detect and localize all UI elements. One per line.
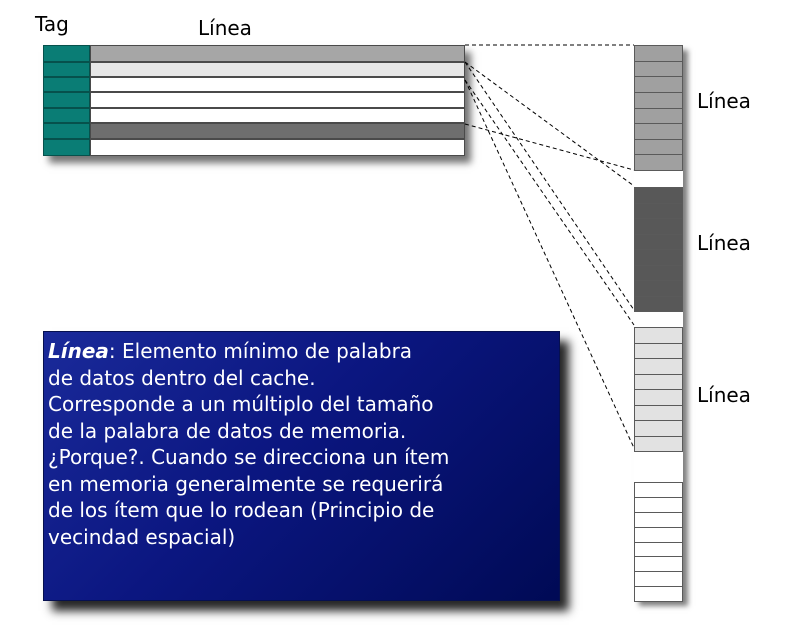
tag-cell [43,62,90,77]
memory-word [634,556,683,573]
tag-cell [43,123,90,139]
memory-word [634,218,683,235]
memory-word [634,526,683,543]
memory-word [634,511,683,528]
definition-line: ¿Porque?. Cuando se direcciona un ítem [48,445,450,469]
mapping-line [464,61,635,187]
tag-cell [43,77,90,92]
memory-word [634,571,683,588]
mapping-line [464,79,635,326]
memory-word [634,249,683,266]
cache-line-rows [90,45,465,156]
definition-term: Línea [48,339,109,363]
cache-line-row [90,77,465,92]
cache-line-row [90,62,465,77]
tag-column [43,45,90,156]
memory-word [634,404,683,421]
tag-cell [43,139,90,156]
memory-line-label: Línea [697,383,751,407]
memory-line-label: Línea [697,89,751,113]
memory-word [634,233,683,250]
memory-word [634,138,683,156]
memory-word [634,295,683,312]
memory-word [634,76,683,93]
definition-box: Línea: Elemento mínimo de palabra de dat… [43,331,560,601]
memory-word [634,327,683,344]
memory-word [634,496,683,513]
cache-line-row [90,45,465,62]
cache-line-row [90,139,465,156]
memory-word [634,358,683,375]
memory-word [634,342,683,359]
memory-word [634,586,683,602]
definition-line: en memoria generalmente se requerirá [48,471,444,496]
memory-word [634,264,683,281]
definition-line: Línea: Elemento mínimo de palabra [48,338,558,365]
memory-word [634,373,683,390]
tag-cell [43,45,90,62]
cache-line-row [90,92,465,108]
cache-line-row [90,123,465,139]
memory-word [634,60,683,78]
definition-line: de datos dentro del cache. [48,365,316,390]
tag-cell [43,108,90,123]
memory-line-label: Línea [697,231,751,255]
definition-line: vecindad espacial) [48,524,236,549]
memory-word [634,280,683,297]
memory-word [634,389,683,406]
cache-block [43,45,465,156]
memory-word [634,435,683,452]
tag-label: Tag [35,12,69,36]
memory-word [634,187,683,204]
mapping-line [464,123,635,171]
memory-word [634,91,683,109]
memory-word [634,154,683,171]
definition-line: de la palabra de datos de memoria. [48,418,407,443]
memory-word [634,45,683,62]
memory-word [634,202,683,219]
memory-column [634,45,683,602]
definition-line: Corresponde a un múltiplo del tamaño [48,392,434,416]
cache-line-row [90,108,465,123]
memory-word [634,107,683,125]
memory-word [634,541,683,558]
mapping-line [464,61,635,311]
memory-word [634,482,683,498]
tag-cell [43,92,90,108]
memory-word [634,420,683,437]
memory-word [634,123,683,140]
definition-intro: : Elemento mínimo de palabra [108,339,413,363]
cache-line-label: Línea [198,16,252,40]
definition-line: de los ítem que lo rodean (Principio de [48,498,435,522]
definition-text: Línea: Elemento mínimo de palabra de dat… [48,338,558,550]
